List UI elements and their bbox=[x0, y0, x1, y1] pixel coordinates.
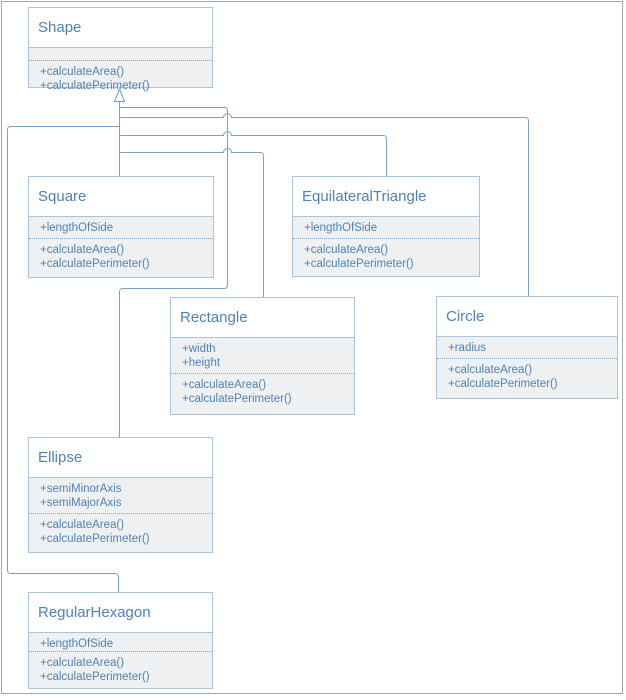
class-method: +calculateArea() bbox=[304, 244, 389, 256]
class-method: +calculatePerimeter() bbox=[40, 533, 150, 545]
methods-compartment: +calculateArea() +calculatePerimeter() bbox=[171, 373, 354, 414]
class-method: +calculateArea() bbox=[40, 519, 125, 531]
class-body: +lengthOfSide +calculateArea()+calculate… bbox=[29, 217, 213, 277]
class-attribute: +height bbox=[182, 357, 221, 369]
attributes-compartment: +lengthOfSide bbox=[293, 217, 479, 238]
connector-rectangle[interactable] bbox=[119, 148, 264, 298]
attributes-compartment: +semiMinorAxis +semiMajorAxis bbox=[29, 478, 212, 513]
class-body: +lengthOfSide +calculateArea()+calculate… bbox=[293, 217, 479, 276]
connector-equilateraltriangle[interactable] bbox=[119, 131, 387, 177]
methods-compartment: +calculateArea() +calculatePerimeter() bbox=[29, 651, 212, 688]
class-attribute: +semiMinorAxis bbox=[40, 483, 122, 495]
class-box-rectangle[interactable]: Rectangle +width +height +calculateArea()… bbox=[170, 297, 355, 415]
class-attribute: +width bbox=[182, 343, 216, 355]
class-body: +lengthOfSide +calculateArea()+calculate… bbox=[29, 633, 212, 688]
class-method: +calculateArea() bbox=[182, 379, 267, 391]
class-box-regularhexagon[interactable]: RegularHexagon +lengthOfSide +calculateA… bbox=[28, 592, 213, 689]
attributes-compartment: +radius bbox=[437, 337, 617, 358]
class-box-square[interactable]: Square +lengthOfSide +calculateArea()+ca… bbox=[28, 176, 214, 278]
class-method: +calculatePerimeter() bbox=[40, 671, 150, 683]
connector-circle[interactable] bbox=[119, 113, 529, 297]
methods-compartment: +calculateArea() +calculatePerimeter() bbox=[437, 358, 617, 398]
class-title: Rectangle bbox=[171, 298, 354, 338]
class-box-circle[interactable]: Circle +radius +calculateArea()+calculat… bbox=[436, 296, 618, 399]
class-method: +calculateArea() bbox=[40, 244, 125, 256]
class-box-equilateraltriangle[interactable]: EquilateralTriangle +lengthOfSide +calcu… bbox=[292, 176, 480, 277]
connector-regularhexagon[interactable] bbox=[7, 126, 120, 593]
class-attribute: +radius bbox=[448, 342, 487, 354]
methods-compartment: +calculateArea() +calculatePerimeter() bbox=[29, 60, 212, 97]
attributes-compartment: +width +height bbox=[171, 338, 354, 373]
class-box-shape[interactable]: Shape +calculateArea() +calculatePerimete… bbox=[28, 7, 213, 92]
class-title: Shape bbox=[29, 8, 212, 48]
attributes-compartment: +lengthOfSide bbox=[29, 633, 212, 651]
class-box-ellipse[interactable]: Ellipse +semiMinorAxis +semiMajorAxis +ca… bbox=[28, 437, 213, 553]
class-method: +calculateArea() bbox=[40, 66, 125, 78]
class-method: +calculatePerimeter() bbox=[304, 258, 414, 270]
class-attribute: +lengthOfSide bbox=[40, 638, 114, 650]
class-method: +calculateArea() bbox=[448, 364, 533, 376]
class-body: +width+height +calculateArea()+calculate… bbox=[171, 338, 354, 414]
class-method: +calculatePerimeter() bbox=[182, 393, 292, 405]
class-attribute: +lengthOfSide bbox=[304, 222, 378, 234]
class-body: +semiMinorAxis +semiMajorAxis +calculateA… bbox=[29, 478, 212, 552]
class-attribute: +lengthOfSide bbox=[40, 222, 114, 234]
class-method: +calculatePerimeter() bbox=[40, 258, 150, 270]
attributes-compartment: +lengthOfSide bbox=[29, 217, 213, 238]
class-attribute: +semiMajorAxis bbox=[40, 497, 122, 509]
class-title: Ellipse bbox=[29, 438, 212, 478]
class-title: EquilateralTriangle bbox=[293, 177, 479, 217]
class-method: +calculateArea() bbox=[40, 657, 125, 669]
methods-compartment: +calculateArea() +calculatePerimeter() bbox=[29, 513, 212, 552]
class-method: +calculatePerimeter() bbox=[448, 378, 558, 390]
class-body: +calculateArea() +calculatePerimeter() bbox=[29, 48, 212, 92]
connector-ellipse[interactable] bbox=[119, 107, 228, 438]
class-method: +calculatePerimeter() bbox=[40, 80, 150, 92]
attributes-compartment bbox=[29, 48, 212, 60]
methods-compartment: +calculateArea() +calculatePerimeter() bbox=[293, 238, 479, 276]
class-title: Square bbox=[29, 177, 213, 217]
methods-compartment: +calculateArea() +calculatePerimeter() bbox=[29, 238, 213, 277]
class-body: +radius +calculateArea() +calculatePerime… bbox=[437, 337, 617, 398]
class-title: Circle bbox=[437, 297, 617, 337]
class-title: RegularHexagon bbox=[29, 593, 212, 633]
